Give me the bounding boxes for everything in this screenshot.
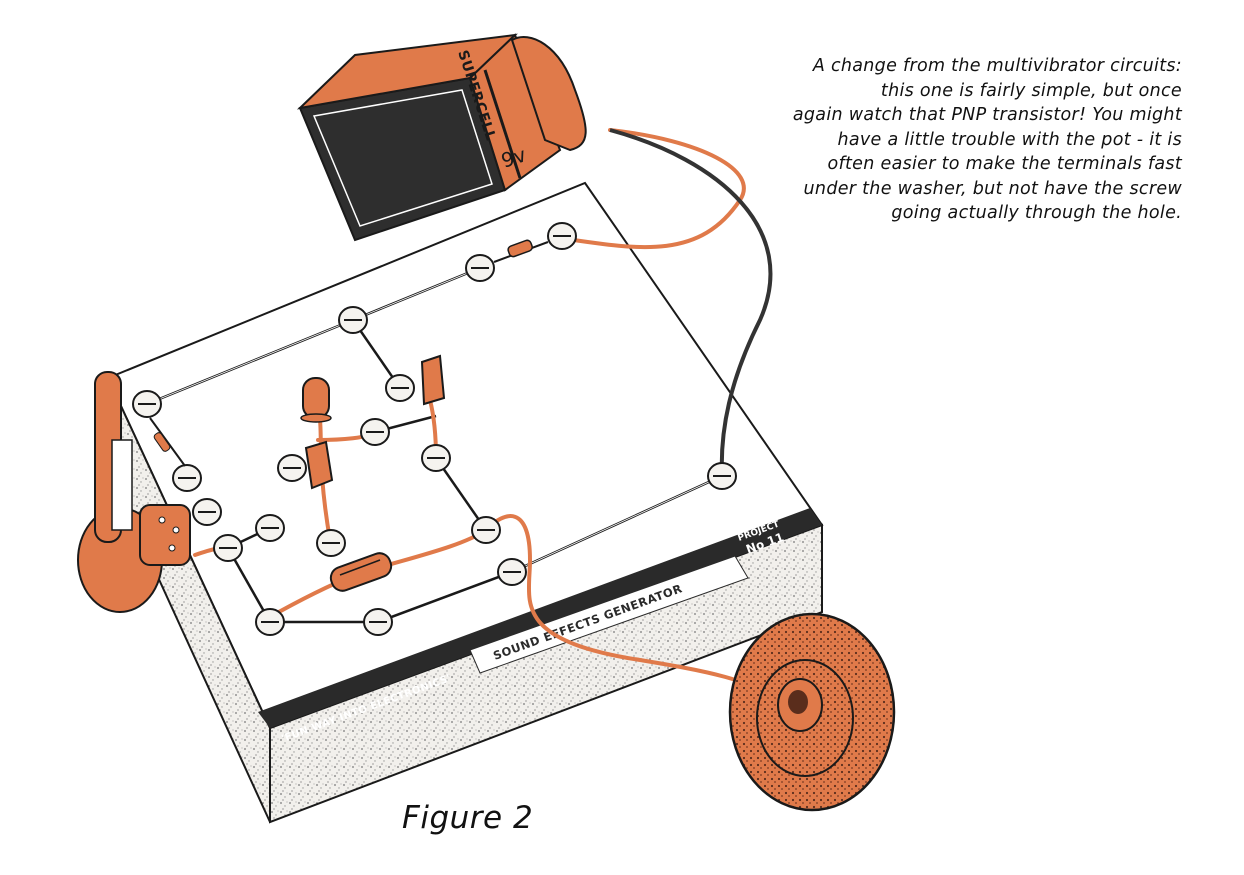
terminal — [277, 454, 307, 482]
caption-line: have a little trouble with the pot - it … — [837, 129, 1182, 150]
battery-9v-icon: SUPERCELL 9v — [296, 33, 587, 242]
terminal — [465, 254, 495, 282]
caption-line: again watch that PNP transistor! You mig… — [792, 105, 1182, 125]
terminal — [338, 306, 368, 334]
terminal — [360, 418, 390, 446]
terminal — [255, 514, 285, 542]
terminal — [497, 558, 527, 586]
title-plate — [469, 555, 749, 674]
terminal — [172, 464, 202, 492]
resistor-icon — [493, 239, 549, 263]
terminal — [192, 498, 222, 526]
speaker-icon — [728, 612, 896, 812]
terminal — [132, 390, 162, 418]
transistor-icon — [304, 440, 334, 490]
transistor-icon — [420, 354, 446, 406]
terminal — [363, 608, 393, 636]
terminal — [385, 374, 415, 402]
caption-line: A change from the multivibrator circuits… — [812, 56, 1182, 76]
potentiometer-icon — [77, 371, 191, 613]
screw-terminals — [132, 222, 737, 636]
battery-negative-lead — [609, 128, 773, 477]
terminal — [421, 444, 451, 472]
caption-line: going actually through the hole. — [891, 203, 1182, 223]
terminal — [707, 462, 737, 490]
resistor-icon — [149, 417, 186, 467]
led-icon — [300, 377, 332, 423]
caption-text: A change from the multivibrator circuits… — [712, 54, 1182, 226]
terminal — [213, 534, 243, 562]
terminal — [316, 529, 346, 557]
caption-line: often easier to make the terminals fast — [827, 154, 1182, 174]
capacitor-icon — [329, 552, 393, 592]
caption-line: under the washer, but not have the screw — [803, 178, 1182, 199]
figure-label: Figure 2 — [402, 800, 534, 836]
terminal — [255, 608, 285, 636]
caption-line: this one is fairly simple, but once — [880, 80, 1182, 101]
board-label-strip — [258, 508, 822, 728]
terminal — [547, 222, 577, 250]
terminal — [471, 516, 501, 544]
